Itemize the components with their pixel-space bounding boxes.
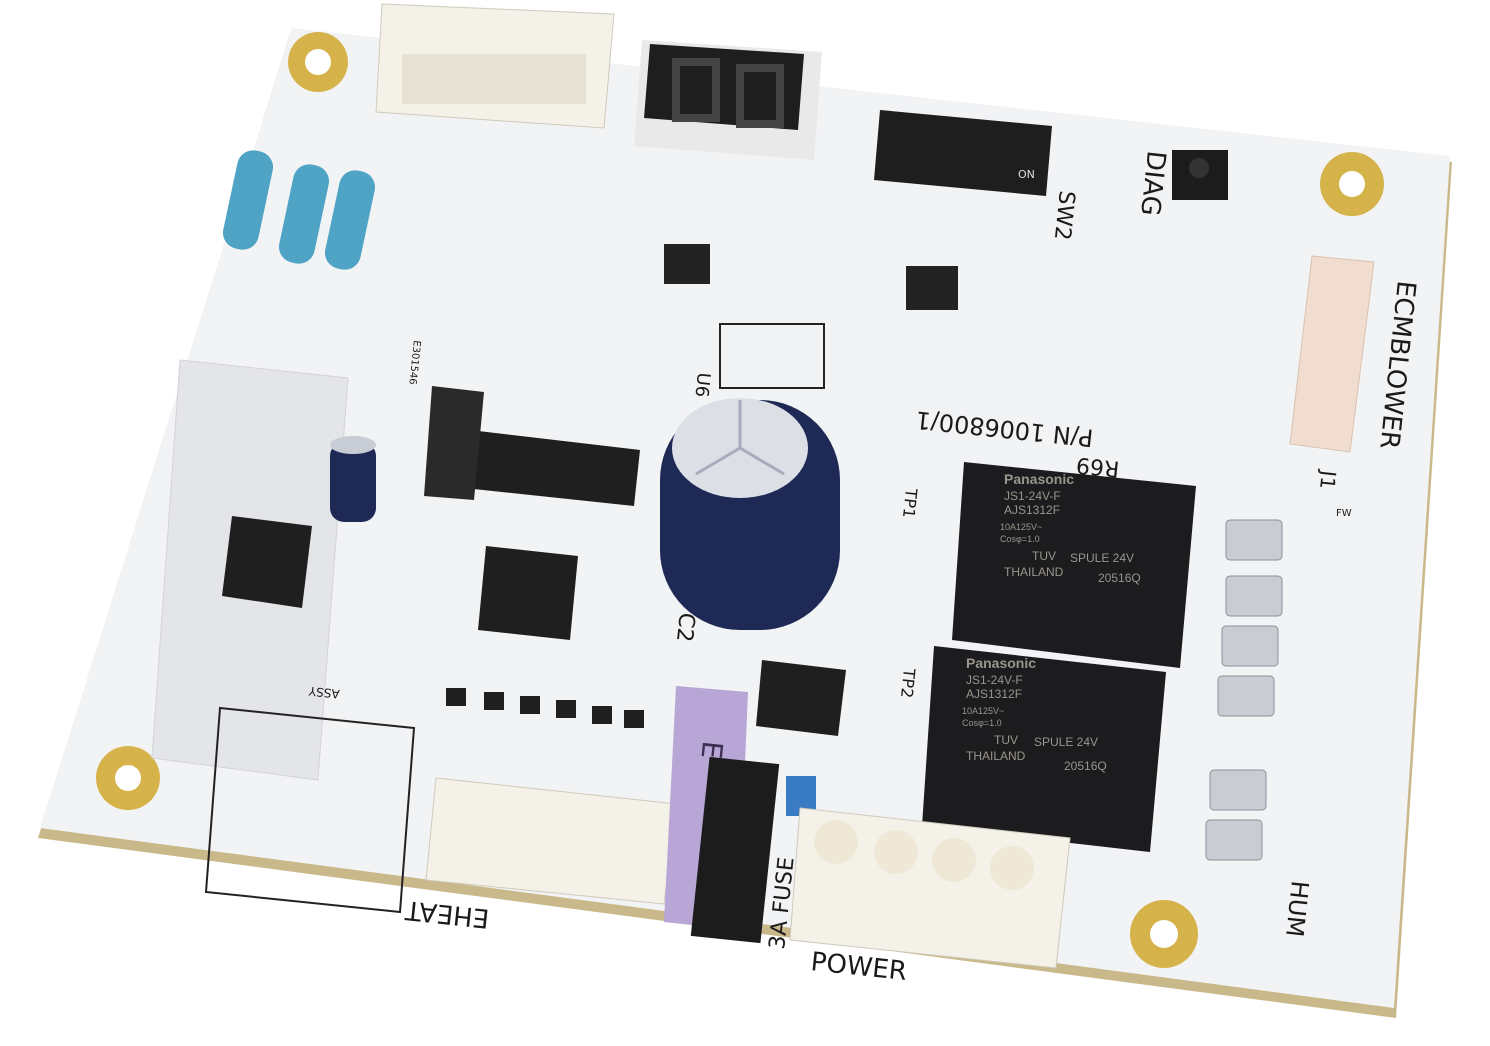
seven-segment-display — [634, 40, 822, 160]
svg-text:Panasonic: Panasonic — [1004, 471, 1074, 487]
diag-button[interactable] — [1172, 150, 1228, 200]
assy-label-box — [204, 706, 416, 914]
power-connector[interactable] — [789, 807, 1071, 969]
u6-label: U6 — [690, 371, 713, 398]
spade-terminals — [1205, 519, 1283, 861]
mounting-holes — [96, 32, 1384, 968]
svg-text:10A125V~: 10A125V~ — [1000, 522, 1042, 532]
svg-text:Panasonic: Panasonic — [966, 655, 1036, 671]
svg-text:JS1-24V-F: JS1-24V-F — [1004, 489, 1061, 503]
svg-text:20516Q: 20516Q — [1064, 759, 1107, 773]
on-label: ON — [1018, 168, 1035, 181]
relay-1: Panasonic JS1-24V-F AJS1312F 10A125V~ Co… — [952, 462, 1196, 668]
svg-text:Cosφ=1.0: Cosφ=1.0 — [1000, 534, 1040, 544]
ecm-blower-connector[interactable] — [1289, 255, 1375, 453]
svg-text:SPULE 24V: SPULE 24V — [1070, 551, 1134, 565]
sw2-label: SW2 — [1049, 189, 1079, 241]
svg-text:THAILAND: THAILAND — [1004, 565, 1064, 579]
dip-switch-sw2[interactable] — [874, 110, 1052, 196]
assy-label: ASSY — [308, 684, 341, 701]
ic-chips — [222, 244, 958, 736]
tp1-label: TP1 — [899, 487, 921, 519]
fw-label: FW — [1336, 508, 1352, 519]
fuse-holder — [690, 756, 780, 944]
c2-label: C2 — [671, 611, 699, 643]
svg-text:TUV: TUV — [1032, 549, 1056, 563]
diag-label: DIAG — [1134, 149, 1171, 217]
power-resistors — [222, 150, 376, 270]
tp2-label: TP2 — [897, 667, 919, 699]
svg-text:SPULE 24V: SPULE 24V — [1034, 735, 1098, 749]
relay-2: Panasonic JS1-24V-F AJS1312F 10A125V~ Co… — [922, 646, 1166, 852]
hum-label: HUM — [1280, 879, 1314, 938]
eheat-connector[interactable] — [425, 777, 677, 905]
svg-text:AJS1312F: AJS1312F — [1004, 503, 1060, 517]
small-capacitor — [330, 436, 376, 522]
svg-text:20516Q: 20516Q — [1098, 571, 1141, 585]
svg-text:10A125V~: 10A125V~ — [962, 706, 1004, 716]
fuse-letter: E — [694, 739, 729, 760]
j1-label: J1 — [1315, 467, 1341, 490]
svg-text:THAILAND: THAILAND — [966, 749, 1026, 763]
svg-text:JS1-24V-F: JS1-24V-F — [966, 673, 1023, 687]
svg-text:AJS1312F: AJS1312F — [966, 687, 1022, 701]
svg-text:Cosφ=1.0: Cosφ=1.0 — [962, 718, 1002, 728]
power-label: POWER — [809, 947, 908, 987]
ul-label: E301546 — [406, 340, 422, 385]
eheat-label: EHEAT — [404, 894, 491, 933]
electrolytic-capacitor-c2 — [660, 398, 840, 630]
top-connector — [375, 3, 615, 129]
svg-text:TUV: TUV — [994, 733, 1018, 747]
u6-outline — [719, 323, 825, 389]
transistors — [446, 688, 644, 728]
